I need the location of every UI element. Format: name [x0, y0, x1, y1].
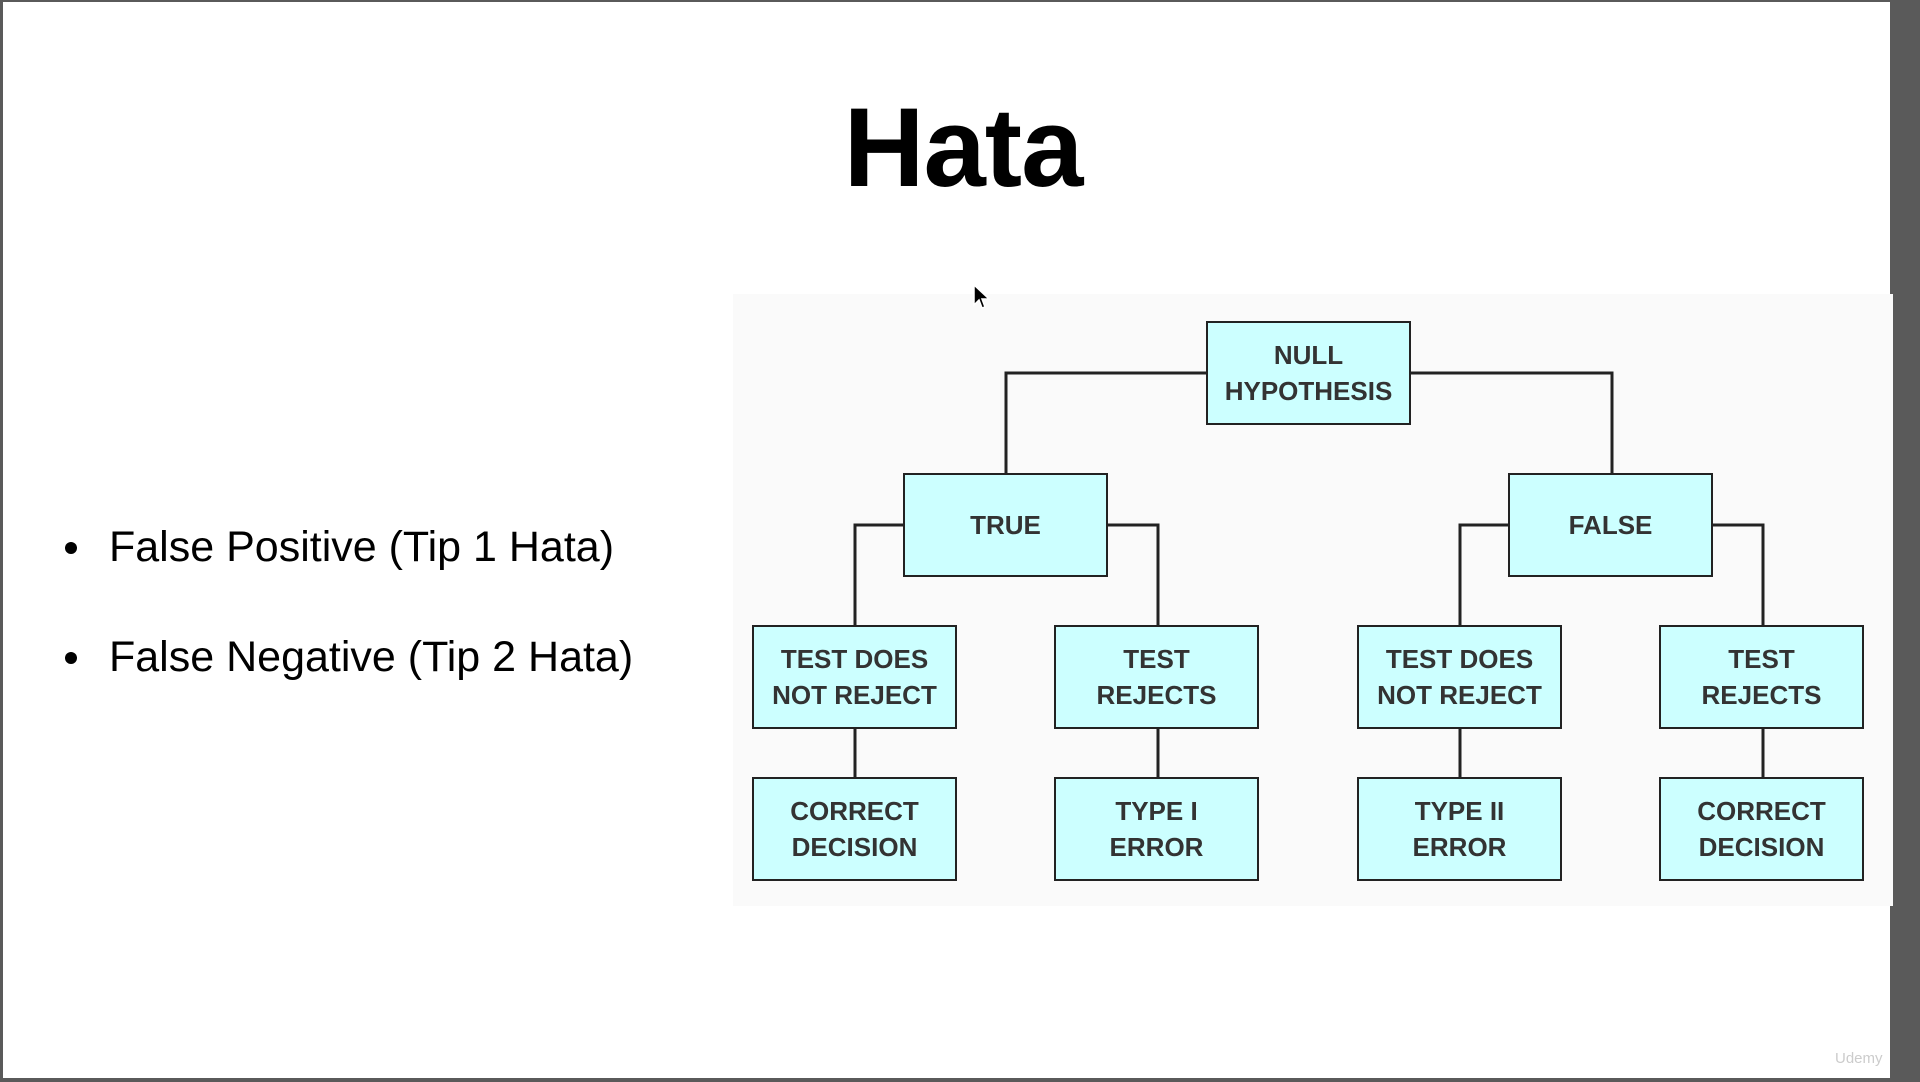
bullet-text: False Negative (Tip 2 Hata): [109, 633, 634, 681]
test-does-not-reject-box: TEST DOES NOT REJECT: [1357, 625, 1562, 729]
udemy-watermark: Udemy: [1835, 1050, 1883, 1067]
box-label-line: TYPE I: [1115, 796, 1198, 826]
bullet-text: False Positive (Tip 1 Hata): [109, 523, 615, 571]
correct-decision-box: CORRECT DECISION: [752, 777, 957, 881]
box-label-line: HYPOTHESIS: [1224, 376, 1393, 406]
box-label-line: ERROR: [1109, 832, 1204, 862]
type-i-error-box: TYPE I ERROR: [1054, 777, 1259, 881]
test-rejects-box: TEST REJECTS: [1659, 625, 1864, 729]
box-label-line: TEST DOES: [780, 644, 929, 674]
box-label-line: TEST: [1123, 644, 1190, 674]
box-label-line: NOT REJECT: [1377, 680, 1542, 710]
box-label-line: TRUE: [970, 510, 1041, 540]
box-label-line: TYPE II: [1414, 796, 1505, 826]
box-label-line: DECISION: [791, 832, 918, 862]
correct-decision-box: CORRECT DECISION: [1659, 777, 1864, 881]
box-label-line: REJECTS: [1096, 680, 1217, 710]
false-box: FALSE: [1508, 473, 1713, 577]
test-rejects-box: TEST REJECTS: [1054, 625, 1259, 729]
bullet-dot: [65, 652, 77, 664]
box-label-line: DECISION: [1698, 832, 1825, 862]
box-label-line: NOT REJECT: [772, 680, 937, 710]
bullet-item: False Negative (Tip 2 Hata): [61, 627, 633, 737]
box-label-line: CORRECT: [790, 796, 919, 826]
box-label-line: ERROR: [1412, 832, 1507, 862]
box-label-line: NULL: [1273, 340, 1344, 370]
slide-title: Hata: [843, 85, 1084, 210]
bullet-list: False Positive (Tip 1 Hata) False Negati…: [61, 517, 633, 737]
bullet-dot: [65, 542, 77, 554]
mouse-cursor-icon: [973, 283, 991, 309]
box-label-line: FALSE: [1568, 510, 1653, 540]
box-label-line: CORRECT: [1697, 796, 1826, 826]
box-label-line: TEST: [1728, 644, 1795, 674]
bullet-item: False Positive (Tip 1 Hata): [61, 517, 633, 627]
null-hypothesis-box: NULL HYPOTHESIS: [1206, 321, 1411, 425]
box-label-line: TEST DOES: [1385, 644, 1534, 674]
type-ii-error-box: TYPE II ERROR: [1357, 777, 1562, 881]
box-label-line: REJECTS: [1701, 680, 1822, 710]
test-does-not-reject-box: TEST DOES NOT REJECT: [752, 625, 957, 729]
slide: Hata False Positive (Tip 1 Hata) False N…: [3, 2, 1893, 1078]
true-box: TRUE: [903, 473, 1108, 577]
